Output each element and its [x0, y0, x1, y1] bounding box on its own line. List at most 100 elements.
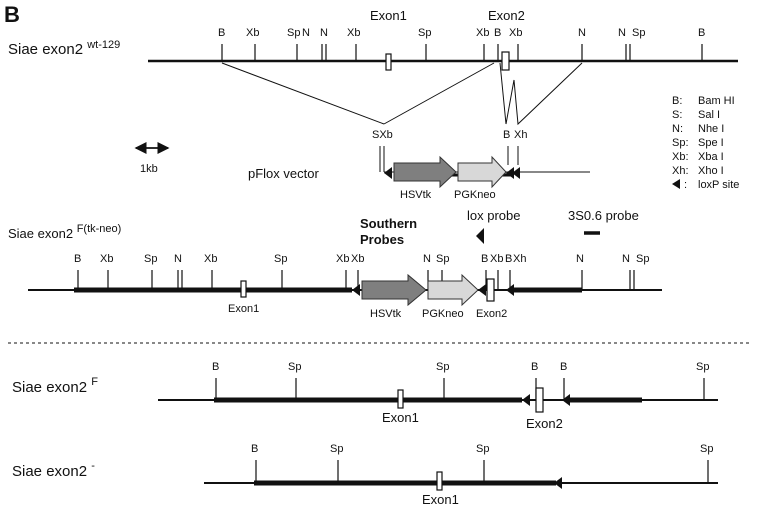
- panel-label: B: [4, 2, 20, 27]
- pflox-vector: pFlox vector SXb B Xh HSVtk PGKneo: [248, 129, 590, 201]
- wt-site-label: B: [494, 27, 501, 39]
- vector-site-xh: Xh: [514, 129, 527, 141]
- pgkneo-cassette: [427, 273, 479, 307]
- loxp-site: [512, 167, 520, 179]
- tkneo-site-label: Xh: [513, 253, 526, 265]
- flox-title: Siae exon2 F: [12, 376, 98, 396]
- loxp-site: [384, 167, 392, 179]
- legend-key: Xh:: [672, 165, 689, 177]
- flox-site-label: B: [560, 361, 567, 373]
- flox-site-label: Sp: [696, 361, 709, 373]
- flox-exon2-label: Exon2: [526, 416, 563, 431]
- hsvtk-cassette: [361, 273, 427, 307]
- vector-site-b: B: [503, 129, 510, 141]
- loxp-site: [506, 284, 514, 296]
- null-exon1-label: Exon1: [422, 492, 459, 507]
- southern-probes: Southern Probes lox probe 3S0.6 probe: [360, 208, 639, 247]
- wt-exon2-label: Exon2: [488, 8, 525, 23]
- loxp-site: [562, 394, 570, 406]
- legend-value: Xho I: [698, 165, 724, 177]
- legend-key: Xb:: [672, 151, 689, 163]
- wt-site-label: Xb: [476, 27, 489, 39]
- wt-site-label: N: [320, 27, 328, 39]
- tkneo-site-label: Xb: [100, 253, 113, 265]
- null-allele: Siae exon2 - B Sp Sp Sp Exon1: [12, 443, 718, 507]
- tkneo-title: Siae exon2 F(tk-neo): [8, 223, 121, 241]
- tkneo-site-label: Xb: [204, 253, 217, 265]
- vector-hsvtk-label: HSVtk: [400, 189, 432, 201]
- wt-site-label: B: [218, 27, 225, 39]
- flox-exon2-box: [535, 387, 544, 413]
- legend-key: Sp:: [672, 137, 689, 149]
- tkneo-site-label: Xb: [351, 253, 364, 265]
- scale-bar: 1kb: [134, 142, 170, 175]
- lox-probe-label: lox probe: [467, 208, 520, 223]
- tkneo-site-label: B: [481, 253, 488, 265]
- flox-allele: Siae exon2 F B Sp Sp B B Sp Exon1 Exon2: [12, 361, 718, 431]
- tkneo-allele: Siae exon2 F(tk-neo) B Xb Sp N Xb: [8, 223, 662, 320]
- pgkneo-cassette: [457, 155, 507, 189]
- wt-site-label: N: [578, 27, 586, 39]
- wt-site-label: Sp: [287, 27, 300, 39]
- null-site-label: Sp: [700, 443, 713, 455]
- flox-site-label: B: [212, 361, 219, 373]
- wt-exon2-box: [501, 51, 510, 71]
- tkneo-exon2-label: Exon2: [476, 308, 507, 320]
- legend-key: :: [684, 179, 687, 191]
- tkneo-exon1-box: [240, 280, 247, 298]
- tkneo-site-label: N: [174, 253, 182, 265]
- loxp-icon: [672, 179, 680, 189]
- wt-site-label: Xb: [246, 27, 259, 39]
- null-site-label: Sp: [330, 443, 343, 455]
- legend-value: Bam HI: [698, 95, 735, 107]
- legend-value: Sal I: [698, 109, 720, 121]
- tkneo-site-label: N: [576, 253, 584, 265]
- tkneo-hsvtk-label: HSVtk: [370, 308, 402, 320]
- legend-key: N:: [672, 123, 683, 135]
- legend-key: B:: [672, 95, 682, 107]
- homology-arm-lines: [221, 62, 583, 126]
- legend-value: loxP site: [698, 179, 739, 191]
- wt-site-label: B: [698, 27, 705, 39]
- null-site-label: Sp: [476, 443, 489, 455]
- wt-exon1-label: Exon1: [370, 8, 407, 23]
- hsvtk-cassette: [393, 155, 457, 189]
- wt-exon1-box: [385, 53, 392, 71]
- null-site-label: B: [251, 443, 258, 455]
- wt-site-label: Sp: [418, 27, 431, 39]
- flox-exon1-label: Exon1: [382, 410, 419, 425]
- tkneo-pgkneo-label: PGKneo: [422, 308, 464, 320]
- southern-probes-line2: Probes: [360, 232, 404, 247]
- legend-value: Nhe I: [698, 123, 724, 135]
- loxp-site: [554, 477, 562, 489]
- vector-site-sxb: SXb: [372, 129, 393, 141]
- tkneo-site-label: Sp: [436, 253, 449, 265]
- legend-key: S:: [672, 109, 682, 121]
- wt-site-ticks: [221, 44, 703, 61]
- tkneo-site-label: Sp: [144, 253, 157, 265]
- tkneo-site-label: B: [74, 253, 81, 265]
- flox-site-label: Sp: [288, 361, 301, 373]
- vector-label: pFlox vector: [248, 166, 319, 181]
- vector-pgkneo-label: PGKneo: [454, 189, 496, 201]
- wt-title: Siae exon2 wt-129: [8, 39, 120, 58]
- flox-site-label: Sp: [436, 361, 449, 373]
- southern-probes-line1: Southern: [360, 216, 417, 231]
- tkneo-site-label: Xb: [336, 253, 349, 265]
- wt-site-label: N: [302, 27, 310, 39]
- s306-probe-label: 3S0.6 probe: [568, 208, 639, 223]
- flox-exon1-box: [397, 389, 404, 409]
- loxp-site: [506, 167, 514, 179]
- loxp-site: [352, 284, 360, 296]
- tkneo-site-label: Sp: [274, 253, 287, 265]
- wt-site-label: Xb: [509, 27, 522, 39]
- tkneo-exon2-box: [486, 278, 495, 302]
- loxp-site: [478, 284, 486, 296]
- wt-site-label: Xb: [347, 27, 360, 39]
- tkneo-site-label: N: [423, 253, 431, 265]
- lox-probe-mark: [476, 228, 484, 244]
- flox-site-label: B: [531, 361, 538, 373]
- loxp-site: [522, 394, 530, 406]
- tkneo-site-label: Xb: [490, 253, 503, 265]
